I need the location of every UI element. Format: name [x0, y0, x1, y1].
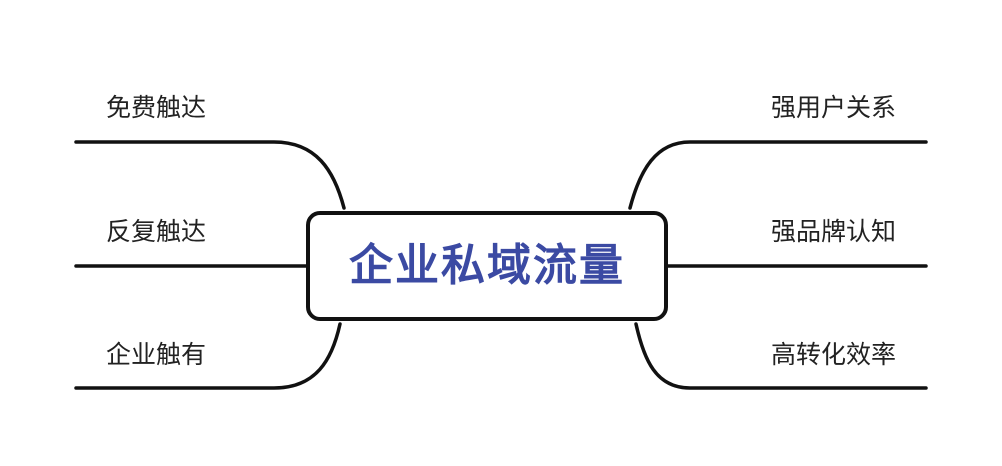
branch-label-left-2[interactable]: 反复触达 [106, 217, 207, 246]
connector-left-3 [74, 322, 342, 390]
branch-label-right-3[interactable]: 高转化效率 [770, 340, 896, 369]
central-topic-title: 企业私域流量 [349, 240, 625, 291]
branch-label-left-3[interactable]: 企业触有 [106, 340, 207, 369]
branch-label-left-1[interactable]: 免费触达 [106, 93, 207, 122]
connector-right-3 [634, 322, 928, 390]
branch-label-right-1[interactable]: 强用户关系 [770, 93, 896, 122]
branch-label-right-2[interactable]: 强品牌认知 [770, 217, 896, 246]
connector-right-1 [628, 140, 928, 210]
connector-left-1 [74, 140, 346, 210]
central-topic-node[interactable]: 企业私域流量 [306, 211, 668, 321]
